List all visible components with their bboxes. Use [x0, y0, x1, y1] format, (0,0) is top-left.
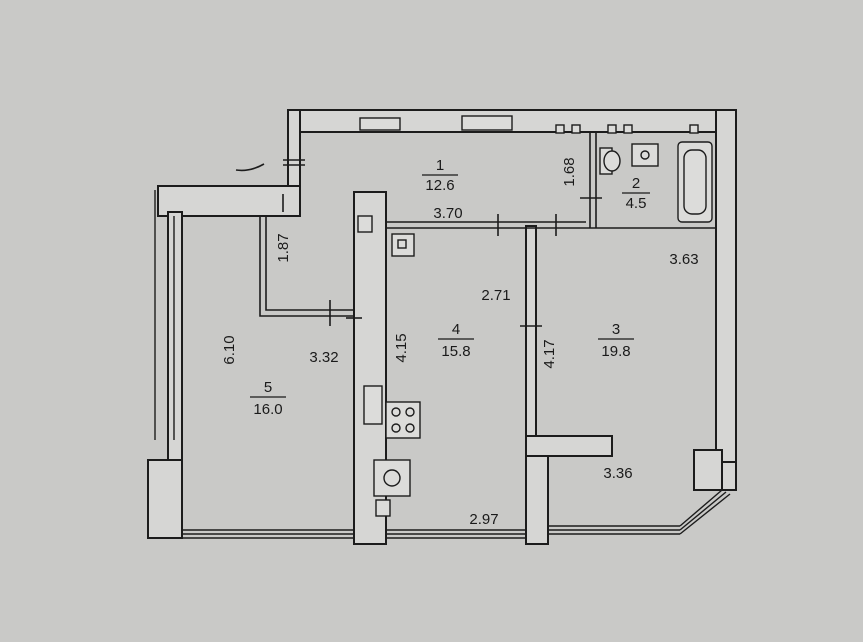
kitchen-room3-wall — [525, 225, 537, 437]
dim-corridor-width: 1.68 — [561, 157, 578, 186]
room-4-label: 4 15.8 — [438, 321, 474, 360]
burner-1 — [391, 407, 401, 417]
kitchen-room3-pillar — [525, 455, 549, 545]
bathtub-basin — [683, 149, 707, 215]
vent-1 — [555, 124, 565, 134]
dim-kitchen-length: 4.15 — [393, 333, 410, 362]
top-niche-1 — [359, 117, 401, 131]
room-1-label: 1 12.6 — [422, 157, 458, 194]
right-buttress — [693, 449, 723, 491]
dim-room5-notch: 1.87 — [275, 233, 292, 262]
burner-4 — [405, 423, 415, 433]
inner-partitions — [259, 132, 716, 317]
dim-kitchen-depth: 2.71 — [481, 287, 510, 304]
dim-room3-bottom: 3.36 — [603, 465, 632, 482]
top-wall-details — [359, 115, 699, 134]
entrance-swing — [235, 163, 265, 172]
dim-corridor-length: 3.70 — [433, 205, 462, 222]
bottom-windows — [154, 190, 731, 539]
room5-left-wall — [167, 211, 183, 461]
sink-drain — [640, 150, 650, 160]
room5-notch-inner — [265, 216, 354, 311]
partition-niche — [357, 215, 373, 233]
dim-room3-top: 3.63 — [669, 251, 698, 268]
room-3-label: 3 19.8 — [598, 321, 634, 360]
kitchen-tap — [375, 499, 391, 517]
room5-left-wall-lower — [147, 459, 183, 539]
vent-3 — [607, 124, 617, 134]
room-3-area: 19.8 — [601, 343, 630, 360]
dim-room5-width: 3.32 — [309, 349, 338, 366]
room-2-number: 2 — [632, 175, 640, 192]
kitchen-sink-bowl — [383, 469, 401, 487]
radiator — [363, 385, 383, 425]
room-1-area: 12.6 — [425, 177, 454, 194]
burner-3 — [391, 423, 401, 433]
room-1-number: 1 — [436, 157, 444, 174]
room-5-area: 16.0 — [253, 401, 282, 418]
room3-lower-ledge — [525, 435, 613, 457]
vent-2 — [571, 124, 581, 134]
room-2-label: 2 4.5 — [622, 175, 650, 212]
room-3-number: 3 — [612, 321, 620, 338]
top-niche-2 — [461, 115, 513, 131]
room-2-area: 4.5 — [626, 195, 647, 212]
right-wall — [715, 109, 737, 463]
room-4-number: 4 — [452, 321, 460, 338]
room-5-number: 5 — [264, 379, 272, 396]
stove — [385, 401, 421, 439]
room-5-label: 5 16.0 — [250, 379, 286, 418]
room-4-area: 15.8 — [441, 343, 470, 360]
fixtures — [357, 141, 713, 517]
vent-4 — [623, 124, 633, 134]
outer-walls — [147, 109, 737, 545]
room5-notch — [259, 216, 354, 317]
vent-5 — [689, 124, 699, 134]
toilet-bowl — [603, 150, 621, 172]
burner-2 — [405, 407, 415, 417]
dim-kitchen-bottom: 2.97 — [469, 511, 498, 528]
door-marks — [282, 159, 602, 327]
dim-room5-length: 6.10 — [221, 335, 238, 364]
kitchen-cabinet-inner — [397, 239, 407, 249]
dim-room3-length: 4.17 — [541, 339, 558, 368]
